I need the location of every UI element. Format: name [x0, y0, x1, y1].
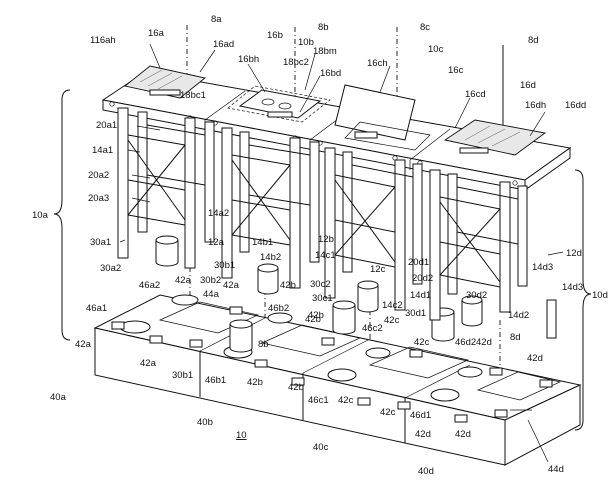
- label-46a2: 46a2: [139, 280, 160, 291]
- label-42a-3: 42a: [75, 339, 92, 350]
- label-44d: 44d: [548, 464, 564, 475]
- base-modules: [93, 294, 582, 466]
- label-20d2: 20d2: [412, 273, 433, 284]
- label-46c1: 46c1: [308, 395, 329, 406]
- label-40c: 40c: [313, 442, 329, 453]
- label-8b: 8b: [318, 22, 329, 33]
- label-16ch: 16ch: [367, 58, 388, 69]
- label-42b-5: 42b: [308, 310, 324, 321]
- label-46b1: 46b1: [205, 375, 226, 386]
- label-16d: 16d: [520, 80, 536, 91]
- label-30c2: 30c2: [310, 279, 331, 290]
- label-30b2: 30b2: [200, 275, 221, 286]
- label-30d2: 30d2: [466, 290, 487, 301]
- label-42b-3: 42b: [247, 377, 263, 388]
- label-42d-4: 42d: [455, 429, 471, 440]
- label-16bd: 16bd: [320, 68, 341, 79]
- support-frames: [117, 107, 528, 321]
- label-20d1: 20d1: [408, 257, 429, 268]
- label-42b-1: 42b: [280, 280, 296, 291]
- label-30b1-lower: 30b1: [172, 370, 193, 381]
- label-8d-lower: 8d: [510, 332, 521, 343]
- label-10c: 10c: [428, 44, 444, 55]
- label-20a1: 20a1: [96, 120, 117, 131]
- label-46c2: 46c2: [362, 323, 383, 334]
- label-18bc2: 18bc2: [283, 57, 309, 68]
- label-116ah: 116ah: [90, 35, 116, 46]
- label-42c-3: 42c: [380, 407, 396, 418]
- label-10b: 10b: [298, 37, 314, 48]
- label-42c-2: 42c: [338, 395, 354, 406]
- label-16bh: 16bh: [238, 54, 259, 65]
- label-18bc1: 18bc1: [180, 90, 206, 101]
- label-42d-3: 42d: [415, 429, 431, 440]
- label-14d3-upper: 14d3: [532, 262, 553, 273]
- label-14d1: 14d1: [410, 290, 431, 301]
- label-40d: 40d: [418, 466, 434, 477]
- label-40a: 40a: [50, 392, 67, 403]
- label-42a-1: 42a: [175, 275, 192, 286]
- label-16c: 16c: [448, 65, 464, 76]
- label-16ad: 16ad: [213, 39, 234, 50]
- label-8d: 8d: [528, 35, 539, 46]
- label-16b: 16b: [267, 30, 283, 41]
- reference-labels: 8a 8b 8c 8d 16a 16b 16c 16d 116ah 16ad 1…: [32, 14, 608, 477]
- label-14c2: 14c2: [382, 300, 403, 311]
- label-46a1: 46a1: [86, 303, 107, 314]
- brackets: [53, 89, 592, 431]
- label-14a1: 14a1: [92, 145, 113, 156]
- label-8c: 8c: [420, 22, 430, 33]
- label-46d2: 46d2: [455, 337, 476, 348]
- label-12b: 12b: [318, 234, 334, 245]
- leader-lines: [119, 43, 564, 463]
- label-42a-2: 42a: [223, 280, 240, 291]
- cylinders: [155, 235, 557, 353]
- label-16dd: 16dd: [565, 100, 586, 111]
- label-42c-4: 42c: [414, 337, 430, 348]
- label-18bm: 18bm: [313, 46, 337, 57]
- label-8a: 8a: [211, 14, 222, 25]
- label-40b: 40b: [197, 417, 213, 428]
- label-14b2: 14b2: [260, 252, 281, 263]
- label-10d: 10d: [592, 290, 608, 301]
- label-10a: 10a: [32, 210, 49, 221]
- label-12c: 12c: [370, 264, 386, 275]
- label-14a2: 14a2: [208, 208, 229, 219]
- label-30b1-upper: 30b1: [214, 260, 235, 271]
- label-42b-4: 42b: [288, 382, 304, 393]
- label-16dh: 16dh: [525, 100, 546, 111]
- label-12a: 12a: [208, 237, 225, 248]
- label-16cd: 16cd: [465, 89, 486, 100]
- label-30c1: 30c1: [312, 293, 333, 304]
- label-30a1: 30a1: [90, 237, 111, 248]
- label-12d: 12d: [566, 248, 582, 259]
- label-14d2: 14d2: [508, 310, 529, 321]
- label-42d-1: 42d: [476, 337, 492, 348]
- label-20a2: 20a2: [88, 170, 109, 181]
- label-10: 10: [236, 430, 247, 441]
- label-44a: 44a: [203, 289, 220, 300]
- label-14b1: 14b1: [252, 237, 273, 248]
- label-30d1: 30d1: [405, 308, 426, 319]
- label-46b2: 46b2: [268, 303, 289, 314]
- hatches: [123, 65, 547, 156]
- label-14c1: 14c1: [315, 250, 336, 261]
- label-42a-4: 42a: [140, 358, 157, 369]
- label-42b-2: 42b: [305, 314, 321, 325]
- label-20a3: 20a3: [88, 193, 109, 204]
- label-46d1: 46d1: [410, 410, 431, 421]
- label-42d-2: 42d: [527, 353, 543, 364]
- label-16a: 16a: [148, 28, 165, 39]
- label-14d3-lower: 14d3: [562, 282, 583, 293]
- label-8b-lower: 8b: [258, 339, 269, 350]
- label-30a2: 30a2: [100, 263, 121, 274]
- label-42c-1: 42c: [384, 315, 400, 326]
